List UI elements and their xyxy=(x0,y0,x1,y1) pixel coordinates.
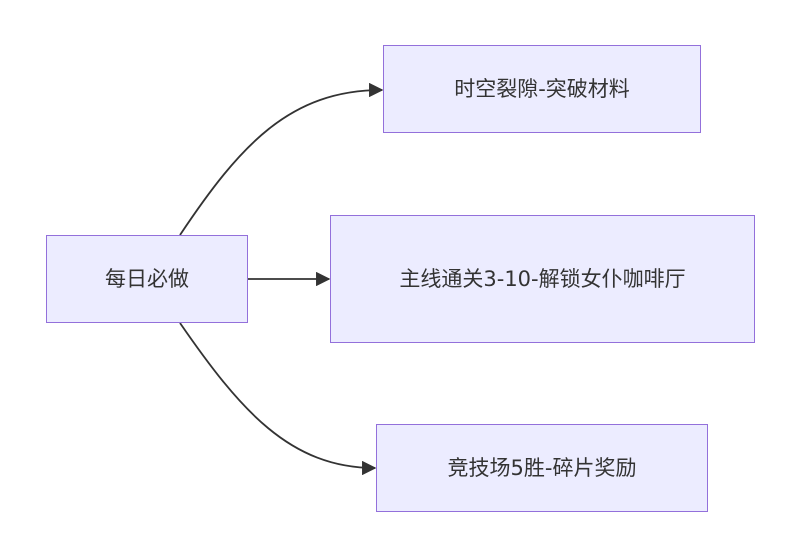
task-node-arena: 竞技场5胜-碎片奖励 xyxy=(376,424,708,512)
task-node-label: 时空裂隙-突破材料 xyxy=(454,77,630,101)
task-node-label: 主线通关3-10-解锁女仆咖啡厅 xyxy=(399,267,686,291)
root-node-label: 每日必做 xyxy=(105,267,189,291)
task-node-label: 竞技场5胜-碎片奖励 xyxy=(447,456,637,480)
task-node-main-story: 主线通关3-10-解锁女仆咖啡厅 xyxy=(330,215,755,343)
task-node-time-rift: 时空裂隙-突破材料 xyxy=(383,45,701,133)
edge-root-to-rift xyxy=(179,82,384,236)
daily-tasks-root-node: 每日必做 xyxy=(46,235,248,323)
edge-root-to-arena xyxy=(179,322,377,476)
